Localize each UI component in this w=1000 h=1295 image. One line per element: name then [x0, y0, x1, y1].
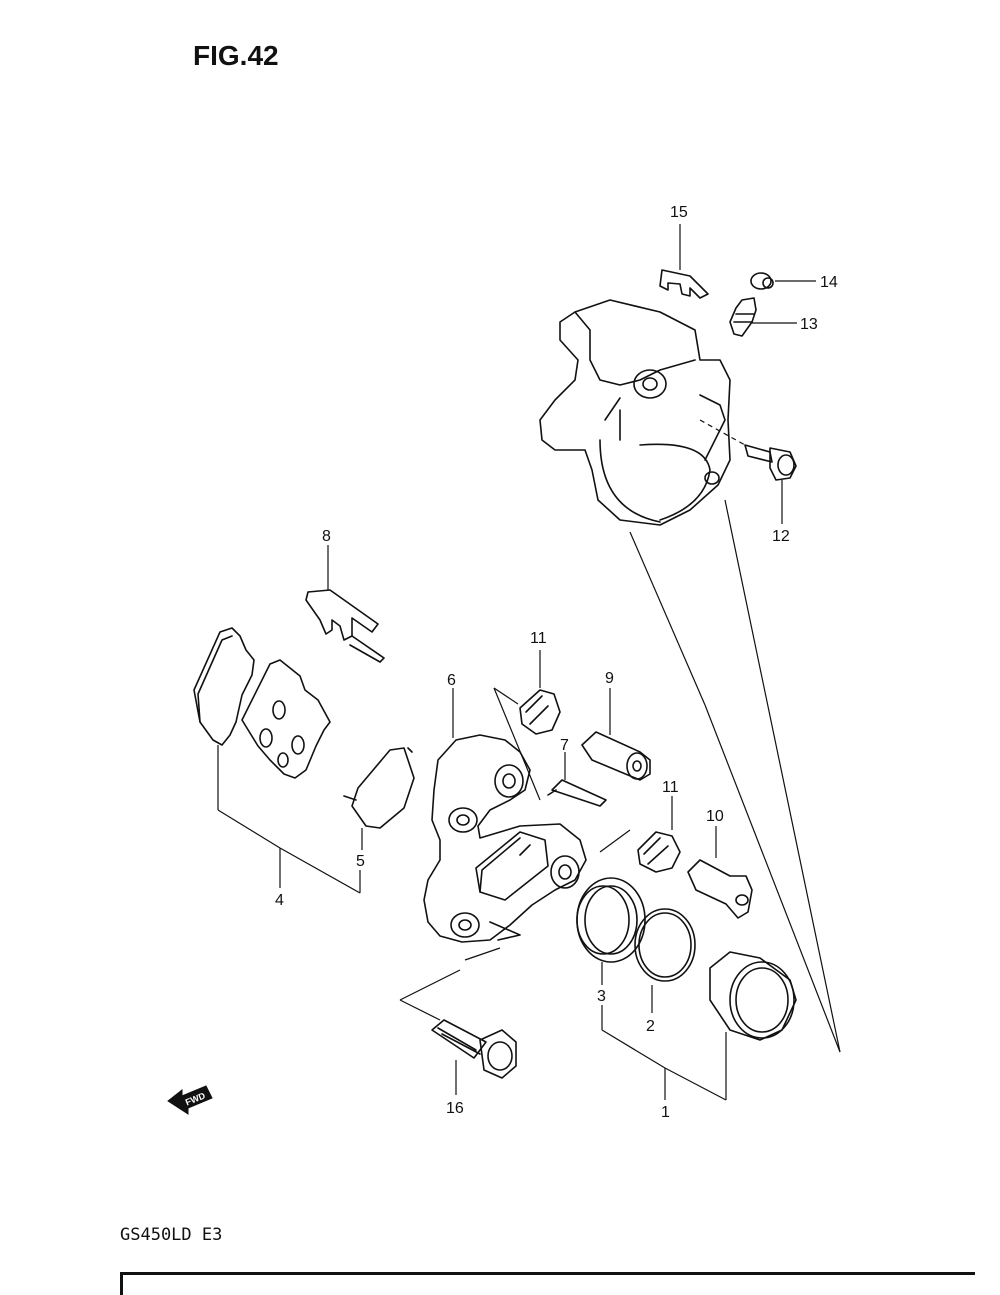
part-6-caliper-bracket: [423, 688, 587, 943]
part-11-boot-lower: [599, 796, 681, 873]
part-9-sleeve: [581, 688, 651, 781]
part-11-boot-upper: [493, 650, 561, 801]
part-2-piston-seal: [634, 908, 696, 1013]
leader-line: [704, 704, 841, 1053]
leader-line: [724, 499, 841, 1053]
callout-16: 16: [446, 1100, 464, 1117]
leader-line: [629, 531, 706, 706]
part-1-group-bracket: [601, 1029, 727, 1101]
callout-2: 2: [646, 1018, 655, 1035]
callout-5: 5: [356, 853, 365, 870]
part-7-clip: [547, 752, 607, 807]
figure-title: FIG.42: [193, 40, 279, 71]
callout-1: 1: [661, 1104, 670, 1121]
part-1-piston: [709, 951, 797, 1100]
part-8-pad-retainer: [305, 545, 385, 663]
callout-8: 8: [322, 528, 331, 545]
part-3-dust-seal: [576, 877, 646, 1030]
callout-6: 6: [447, 672, 456, 689]
part-16-bracket-bolt: [399, 947, 517, 1095]
bottom-rule: [120, 1272, 975, 1275]
callout-9: 9: [605, 670, 614, 687]
callout-10: 10: [706, 808, 724, 825]
part-15-pad-spring: [659, 224, 709, 299]
callout-4: 4: [275, 892, 284, 909]
model-code: GS450LD E3: [120, 1225, 223, 1245]
callout-13: 13: [800, 316, 818, 333]
fwd-arrow-icon: FWD: [167, 1085, 213, 1115]
bottom-tick: [120, 1272, 123, 1295]
part-12-caliper-bolt: [699, 419, 797, 524]
callout-12: 12: [772, 528, 790, 545]
part-13-bleeder-valve: [729, 297, 797, 337]
part-5-pad-shim: [343, 747, 415, 893]
callout-15: 15: [670, 204, 688, 221]
callout-3: 3: [597, 988, 606, 1005]
callout-11-lower: 11: [662, 779, 679, 796]
part-14-bleeder-cap: [750, 272, 816, 290]
part-10-slide-pin: [687, 826, 753, 919]
part-4-brake-pads: [193, 627, 361, 894]
callout-11-upper: 11: [530, 630, 547, 647]
caliper-body-upper: [539, 299, 731, 526]
callout-14: 14: [820, 274, 838, 291]
callout-7: 7: [560, 737, 569, 754]
